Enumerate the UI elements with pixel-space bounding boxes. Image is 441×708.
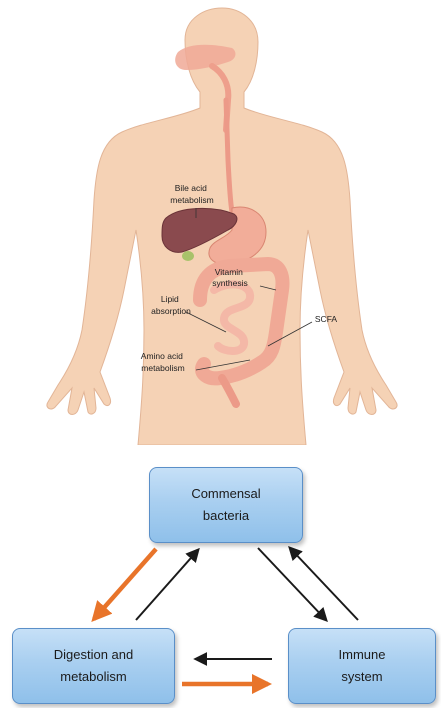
node-commensal-line1: Commensal [191, 483, 260, 505]
node-immune-system: Immune system [288, 628, 436, 704]
node-commensal-bacteria: Commensal bacteria [149, 467, 303, 543]
node-digestion-line2: metabolism [54, 666, 134, 688]
arrow-commensal-to-immune [258, 548, 326, 620]
node-commensal-line2: bacteria [191, 505, 260, 527]
node-immune-line1: Immune [339, 644, 386, 666]
node-digestion-line1: Digestion and [54, 644, 134, 666]
arrow-immune-to-commensal [290, 548, 358, 620]
node-immune-line2: system [339, 666, 386, 688]
node-digestion-metabolism: Digestion and metabolism [12, 628, 175, 704]
